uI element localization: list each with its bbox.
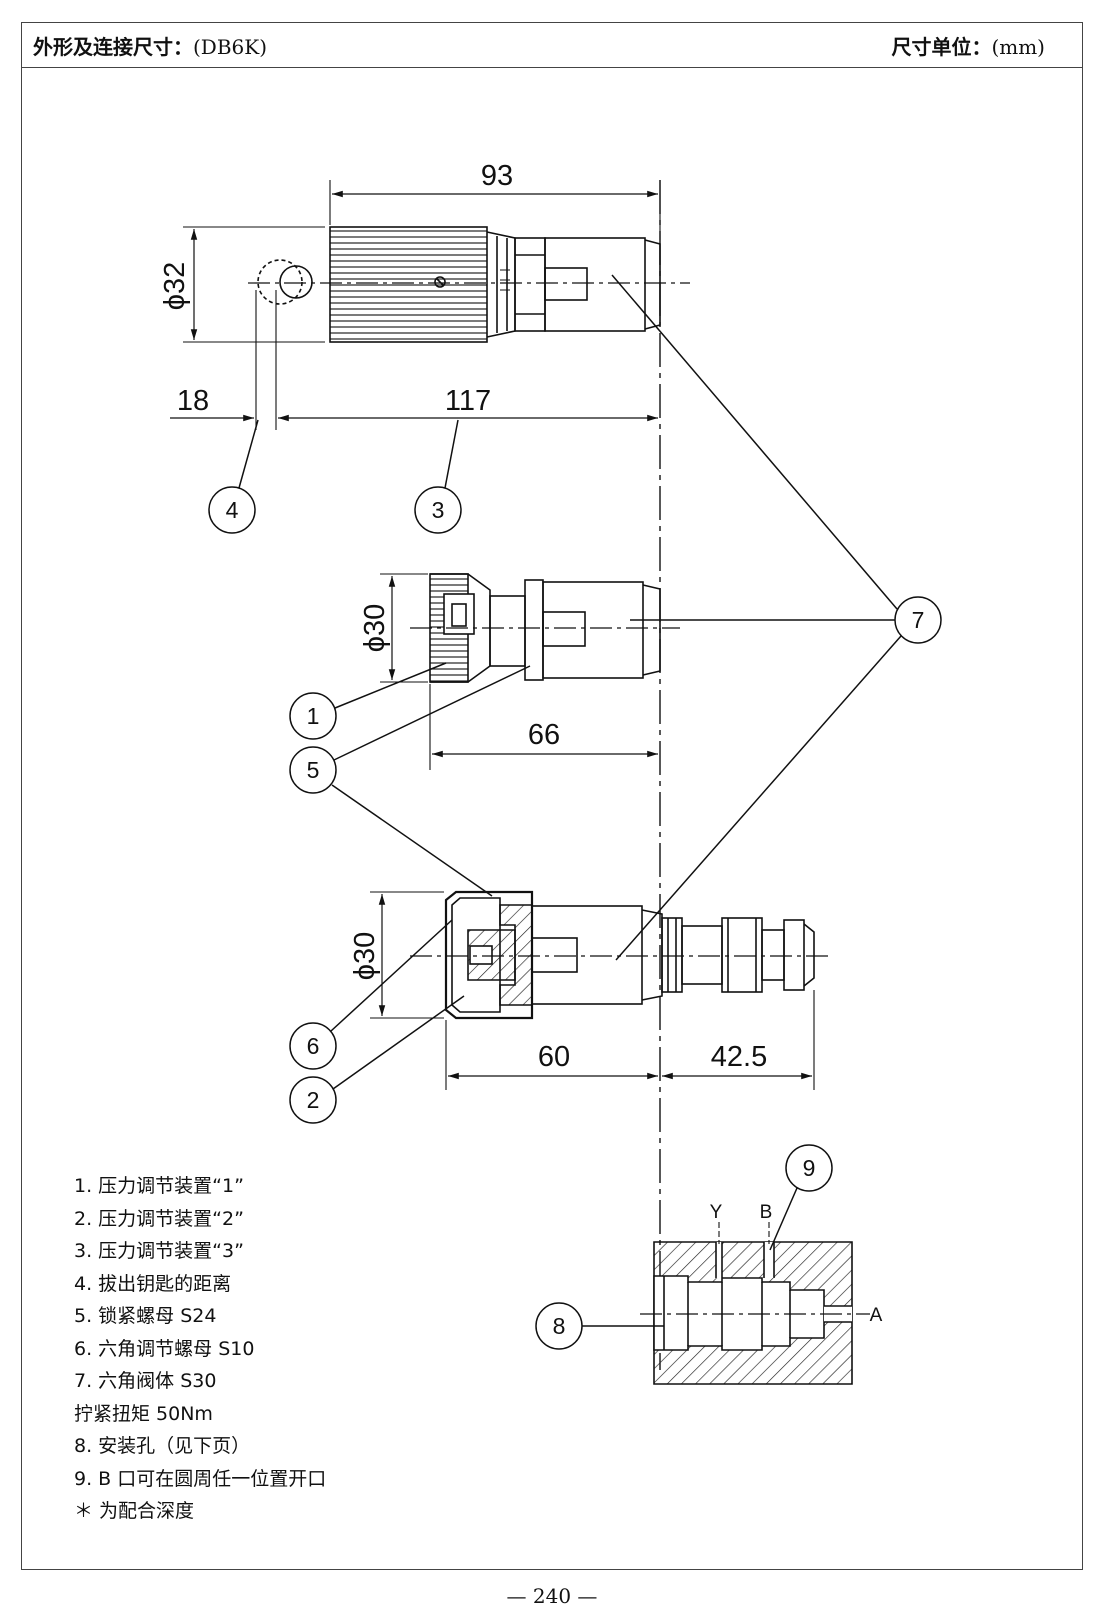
legend-item: 3. 压力调节装置“3” — [74, 1240, 244, 1262]
callout-2: 2 — [307, 1087, 320, 1113]
port-a-label: A — [870, 1305, 883, 1326]
callout-8: 8 — [553, 1313, 566, 1339]
dim-dia32: ϕ32 — [159, 262, 191, 311]
device-1-drawing — [410, 573, 680, 683]
dim-dia30-lower: ϕ30 — [349, 932, 381, 981]
port-b-label: B — [760, 1202, 773, 1223]
dim-66: 66 — [528, 719, 560, 751]
port-y-label: Y — [710, 1202, 723, 1223]
legend-item: 2. 压力调节装置“2” — [74, 1207, 244, 1230]
mounting-hole-drawing — [640, 1222, 870, 1385]
legend-item: 5. 锁紧螺母 S24 — [74, 1305, 217, 1327]
callout-4-circle — [208, 486, 256, 534]
page-header: 外形及连接尺寸：(DB6K) 尺寸单位：(mm) — [21, 22, 1083, 68]
page-title: 外形及连接尺寸：(DB6K) — [33, 35, 268, 59]
legend-item: 8. 安装孔（见下页） — [74, 1435, 251, 1457]
legend-item: 7. 六角阀体 S30 — [74, 1370, 217, 1392]
callout-9-circle — [785, 1144, 833, 1192]
legend-item: 拧紧扭矩 50Nm — [74, 1402, 213, 1425]
dim-42-5: 42.5 — [711, 1041, 767, 1073]
dim-93: 93 — [481, 160, 513, 192]
callout-1-circle — [289, 692, 337, 740]
legend-item: 6. 六角调节螺母 S10 — [74, 1337, 255, 1360]
callout-5: 5 — [307, 757, 320, 783]
technical-drawing: 93 ϕ32 18 117 ϕ30 66 ϕ30 60 42.5 4 3 7 1… — [159, 160, 942, 1385]
unit-label: 尺寸单位：(mm) — [891, 35, 1045, 59]
dim-60: 60 — [538, 1041, 570, 1073]
callout-5-circle — [289, 746, 337, 794]
callout-1: 1 — [307, 703, 320, 729]
dim-117: 117 — [445, 385, 491, 417]
legend-item: ＊ 为配合深度 — [74, 1500, 195, 1522]
legend-item: 9. B 口可在圆周任一位置开口 — [74, 1467, 327, 1490]
callout-9: 9 — [803, 1155, 816, 1181]
legend-item: 4. 拔出钥匙的距离 — [74, 1272, 232, 1295]
callout-3: 3 — [432, 497, 445, 523]
device-3-drawing — [248, 226, 690, 343]
callout-2-circle — [289, 1076, 337, 1124]
callout-6-circle — [289, 1022, 337, 1070]
callout-6: 6 — [307, 1033, 320, 1059]
callout-7: 7 — [912, 607, 925, 633]
dim-18: 18 — [177, 385, 209, 417]
dim-dia30-upper: ϕ30 — [359, 604, 391, 653]
page-number: — 240 — — [506, 1584, 598, 1608]
legend-list: 1. 压力调节装置“1” 2. 压力调节装置“2” 3. 压力调节装置“3” 4… — [74, 1170, 326, 1528]
callout-3-circle — [414, 486, 462, 534]
callout-4: 4 — [226, 497, 239, 523]
legend-item: 1. 压力调节装置“1” — [74, 1175, 244, 1197]
page-frame — [21, 22, 1083, 1570]
